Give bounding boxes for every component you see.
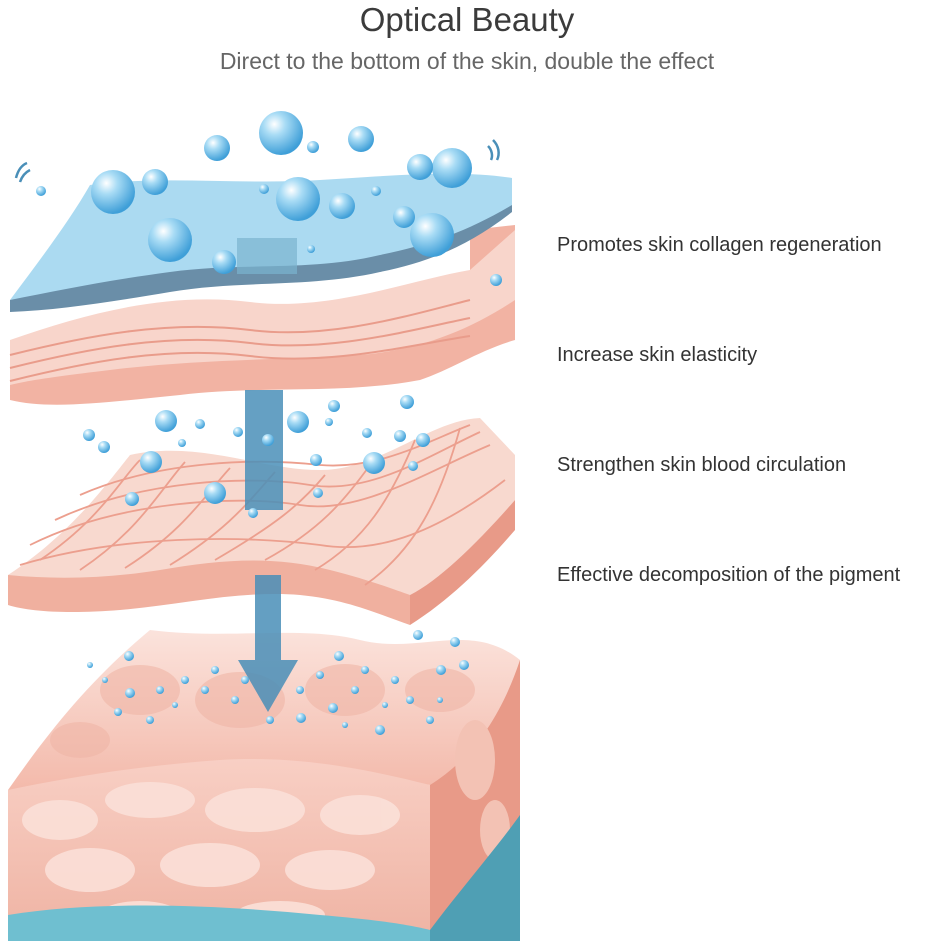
benefit-collagen-regeneration: Promotes skin collagen regeneration (557, 234, 882, 256)
dermis-bubbles (83, 395, 430, 518)
water-gel-layer (10, 173, 512, 312)
penetration-arrow (238, 390, 298, 712)
subcutaneous-block (8, 630, 520, 941)
epidermis-layer (9, 225, 515, 405)
page-subtitle: Direct to the bottom of the skin, double… (219, 48, 715, 74)
benefit-pigment-decomposition: Effective decomposition of the pigment (557, 564, 901, 586)
water-bubbles (36, 111, 502, 286)
page-title: Optical Beauty (359, 1, 575, 38)
base-bubbles (87, 630, 469, 735)
wave-signal-icon (14, 139, 500, 183)
benefit-skin-elasticity: Increase skin elasticity (557, 344, 758, 366)
skin-layers-illustration (8, 111, 520, 941)
benefit-blood-circulation: Strengthen skin blood circulation (557, 454, 847, 476)
